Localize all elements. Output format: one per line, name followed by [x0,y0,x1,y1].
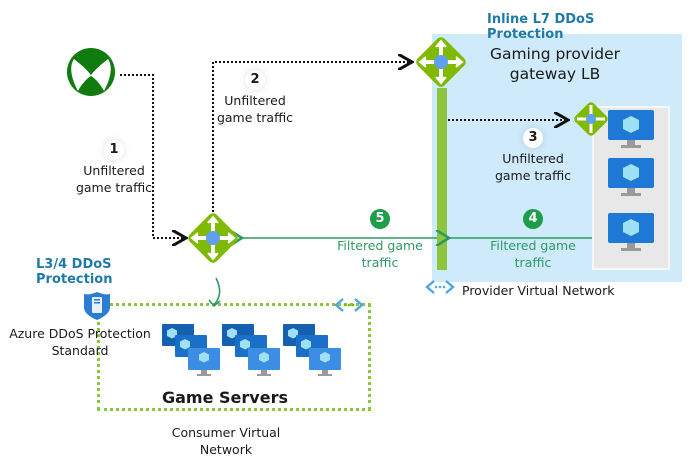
l34-protection-title: L3/4 DDoS Protection [36,257,126,287]
vm-scale-set-icon [222,324,280,376]
consumer-vnet-line2: Network [199,442,253,457]
step-4: 4 Filtered game traffic [486,209,580,271]
gateway-chain-bar [437,88,447,270]
load-balancer-icon [416,37,466,87]
load-balancer-icon [188,213,238,263]
step-label-line1: Unfiltered [502,151,564,166]
step-label-line1: Unfiltered [224,93,286,108]
gateway-lb-title-line1: Gaming provider [489,45,621,63]
consumer-vnet-line1: Consumer Virtual [171,425,281,440]
step-label-line2: traffic [361,255,399,270]
step-1: 1 Unfiltered game traffic [72,140,156,196]
azure-ddos-line1: Azure DDoS Protection [9,326,151,341]
step-badge: 5 [370,209,390,229]
virtual-network-icon [334,298,364,312]
gateway-lb-title-line2: gateway LB [509,65,601,83]
step-5: 5 Filtered game traffic [333,209,427,271]
flow-step-1 [120,74,186,238]
provider-vnet-label: Provider Virtual Network [462,283,615,298]
l34-protection-line1: L3/4 DDoS [36,257,112,272]
azure-ddos-label: Azure DDoS Protection Standard [0,325,160,359]
step-badge: 4 [523,209,543,229]
virtual-network-icon [425,280,455,294]
step-badge: 3 [523,128,543,148]
step-label-line1: Filtered game [337,238,423,253]
load-balancer-icon [574,102,608,136]
xbox-icon [67,48,115,96]
vm-scale-set-icon [283,324,341,376]
game-servers-label: Game Servers [162,388,288,407]
step-label-line2: game traffic [75,180,153,195]
step-badge: 1 [104,140,124,160]
virtual-machine-icon [608,213,654,251]
l34-protection-line2: Protection [36,272,113,287]
step-3: 3 Unfiltered game traffic [490,128,576,184]
vm-scale-set-icon [162,324,220,376]
inline-l7-protection-title: Inline L7 DDoS Protection [487,12,595,42]
step-label-line2: game traffic [216,110,294,125]
step-2: 2 Unfiltered game traffic [213,70,297,126]
consumer-vnet-label: Consumer Virtual Network [156,424,296,458]
virtual-machine-icon [608,158,654,196]
virtual-machine-icon [608,110,654,148]
step-label-line1: Filtered game [490,238,576,253]
flow-step-2 [212,62,412,212]
step-label-line2: traffic [514,255,552,270]
consumer-network-boundary [97,303,371,411]
step-badge: 2 [245,70,265,90]
ddos-shield-icon [84,292,110,320]
step-label-line1: Unfiltered [83,163,145,178]
azure-ddos-line2: Standard [51,343,109,358]
flow-into-servers [213,277,221,306]
step-label-line2: game traffic [494,168,572,183]
gateway-lb-title: Gaming provider gateway LB [480,44,630,84]
